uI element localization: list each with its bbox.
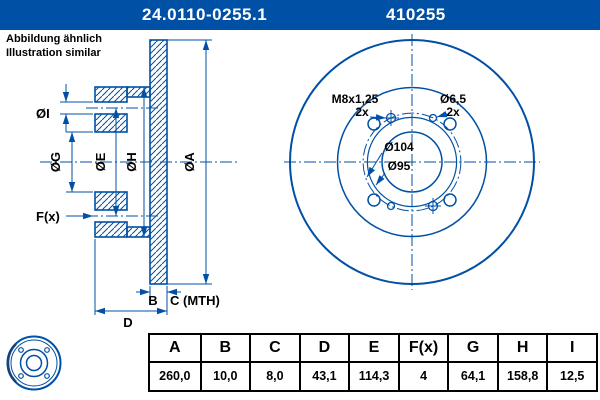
hat-diameter-circle (336, 86, 488, 238)
register-circle-95 (366, 116, 458, 208)
dim-label-d: D (123, 315, 132, 330)
note-line-en: Illustration similar (6, 46, 101, 59)
table-value-cell: 260,0 (159, 369, 191, 384)
dim-label-diameter-e: ØE (93, 152, 108, 171)
table-value-cell: 158,8 (496, 362, 547, 390)
front-view: M8x1,25 2x Ø6,5 2x Ø104 Ø95 (284, 34, 540, 290)
thumb-bolt-hole (18, 373, 24, 379)
part-number: 24.0110-0255.1 (142, 5, 268, 24)
bolt-circle-label: Ø104 (384, 140, 414, 154)
outer-diameter-circle (289, 39, 535, 285)
catalog-number: 410255 (386, 5, 446, 24)
thumb-shading (6, 343, 17, 383)
hole-spec-label: Ø6,5 (440, 92, 466, 106)
table-header-cell: C (249, 335, 299, 363)
table-header-cell: D (298, 335, 349, 363)
table-value-cell: 8,0 (249, 362, 299, 390)
thumb-rim-circle (10, 339, 58, 387)
friction-ring-section (149, 39, 168, 285)
center-bore-circle (381, 131, 443, 193)
thumb-bolt-hole (18, 347, 24, 353)
thumb-bolt-hole (44, 347, 50, 353)
table-header-cell: I (546, 335, 596, 363)
hole-6-5 (386, 201, 396, 211)
thumb-bolt-hole (44, 373, 50, 379)
disc-thumbnail (6, 335, 62, 391)
table-value-cell: 64,1 (447, 362, 497, 390)
table-header-cell: H (496, 335, 547, 363)
bolt-circle-104 (362, 112, 462, 212)
dim-label-f: F(x) (36, 209, 60, 224)
hole-6-5 (428, 113, 438, 123)
table-value-cell: 12,5 (546, 362, 596, 390)
wheel-bolt-hole (443, 117, 457, 131)
technical-drawing: ØI ØG ØE ØH ØA F(x) B C (MTH) (36, 34, 540, 330)
dim-label-b: B (148, 293, 157, 308)
hat-flange-section (94, 191, 128, 211)
thread-qty-label: 2x (355, 105, 369, 119)
header-bar: 24.0110-0255.1 410255 (0, 0, 600, 30)
leader-arrow (366, 152, 383, 178)
thumb-hat-circle (19, 348, 49, 378)
table-value-cell: 43,1 (298, 362, 349, 390)
table-header-cell: B (199, 335, 250, 363)
hat-flange-section (94, 113, 128, 133)
wheel-bolt-hole (367, 193, 381, 207)
dim-label-diameter-a: ØA (182, 152, 197, 172)
table-header-cell: A (150, 335, 200, 363)
hat-wall-section (126, 226, 151, 238)
register-label: Ø95 (388, 159, 411, 173)
cross-section-view: ØI ØG ØE ØH ØA F(x) B C (MTH) (36, 39, 238, 330)
wheel-bolt-hole (367, 117, 381, 131)
dimensions-table: A B C D E F(x) G H I 260,0 10,0 8,0 43,1… (148, 333, 598, 392)
leader-arrow (375, 172, 386, 186)
table-value-cell: 10,0 (199, 362, 250, 390)
note-line-de: Abbildung ähnlich (6, 33, 102, 45)
dim-label-c-mth: C (MTH) (170, 293, 220, 308)
thumb-bore-circle (25, 354, 43, 372)
dim-label-diameter-g: ØG (48, 152, 63, 172)
dim-label-diameter-h: ØH (124, 152, 139, 172)
hole-qty-label: 2x (446, 105, 460, 119)
table-header-cell: F(x) (397, 335, 448, 363)
table-header-cell: E (348, 335, 398, 363)
hat-wall-section (126, 86, 151, 98)
hat-flange-section (94, 86, 128, 103)
wheel-bolt-hole (443, 193, 457, 207)
dim-label-diameter-i: ØI (36, 106, 50, 121)
hat-flange-section (94, 221, 128, 238)
illustration-note: Abbildung ähnlich Illustration similar (6, 33, 102, 61)
leader-arrow (369, 114, 387, 121)
thread-spec-label: M8x1,25 (332, 92, 379, 106)
leader-arrow (436, 111, 448, 118)
table-value-cell: 4 (397, 362, 448, 390)
table-header-cell: G (447, 335, 497, 363)
table-value-cell: 114,3 (348, 362, 398, 390)
